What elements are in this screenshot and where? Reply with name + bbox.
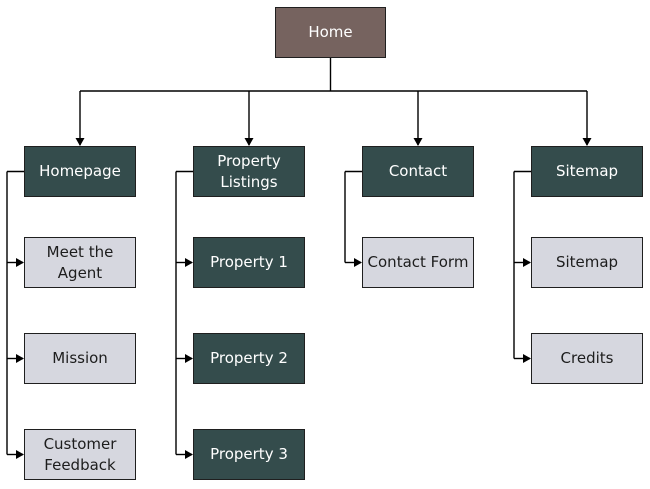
page-node-property-2: Property 2 xyxy=(193,333,305,384)
arrow-mission xyxy=(16,354,24,363)
section-node-sitemap: Sitemap xyxy=(531,146,643,197)
arrow-sitemap xyxy=(523,258,531,267)
arrow-contact xyxy=(413,138,423,146)
page-node-mission: Mission xyxy=(24,333,136,384)
arrow-homepage xyxy=(75,138,85,146)
arrow-property-3 xyxy=(185,450,193,459)
arrow-contact-form xyxy=(354,258,362,267)
section-node-contact: Contact xyxy=(362,146,474,197)
section-node-homepage: Homepage xyxy=(24,146,136,197)
page-node-sitemap: Sitemap xyxy=(531,237,643,288)
arrow-property-1 xyxy=(185,258,193,267)
arrow-property-2 xyxy=(185,354,193,363)
page-node-contact-form: Contact Form xyxy=(362,237,474,288)
page-node-property-3: Property 3 xyxy=(193,429,305,480)
arrow-meet-the-agent xyxy=(16,258,24,267)
section-node-property-listings: Property Listings xyxy=(193,146,305,197)
page-node-property-1: Property 1 xyxy=(193,237,305,288)
page-node-customer-feedback: Customer Feedback xyxy=(24,429,136,480)
arrow-credits xyxy=(523,354,531,363)
page-node-credits: Credits xyxy=(531,333,643,384)
page-node-meet-the-agent: Meet the Agent xyxy=(24,237,136,288)
root-node-home: Home xyxy=(275,7,386,58)
arrow-customer-feedback xyxy=(16,450,24,459)
arrow-sitemap xyxy=(582,138,592,146)
arrow-property-listings xyxy=(244,138,254,146)
